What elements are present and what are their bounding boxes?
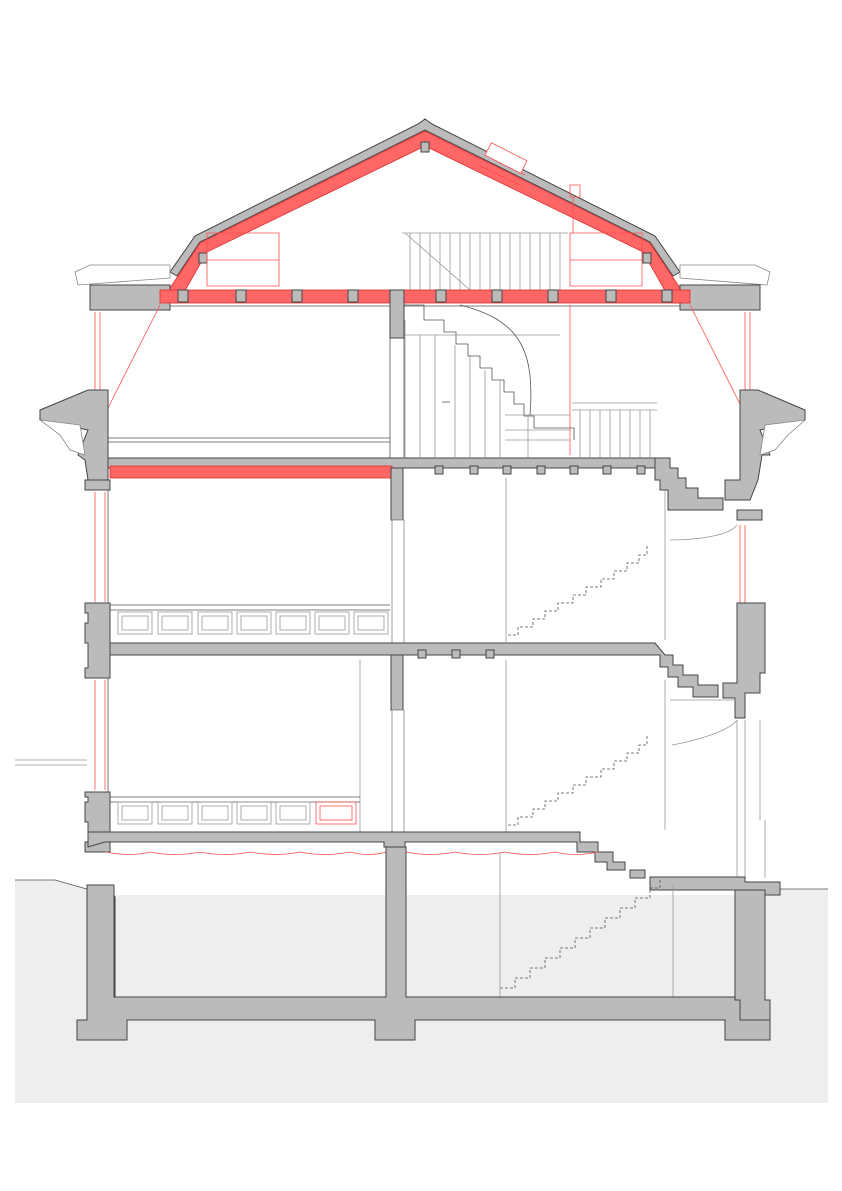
attic-stair: [404, 304, 657, 458]
neighbor-line: [15, 759, 87, 766]
first-floor-slab: [87, 796, 646, 879]
wall-panels-upper: [117, 611, 389, 635]
roof: [159, 118, 691, 304]
third-floor-slab: [107, 437, 724, 511]
right-facade: [649, 312, 807, 1021]
stair-upper: [359, 478, 738, 832]
basement: [76, 846, 771, 1041]
attic-floor: [159, 289, 691, 307]
second-floor-slab: [109, 604, 719, 698]
